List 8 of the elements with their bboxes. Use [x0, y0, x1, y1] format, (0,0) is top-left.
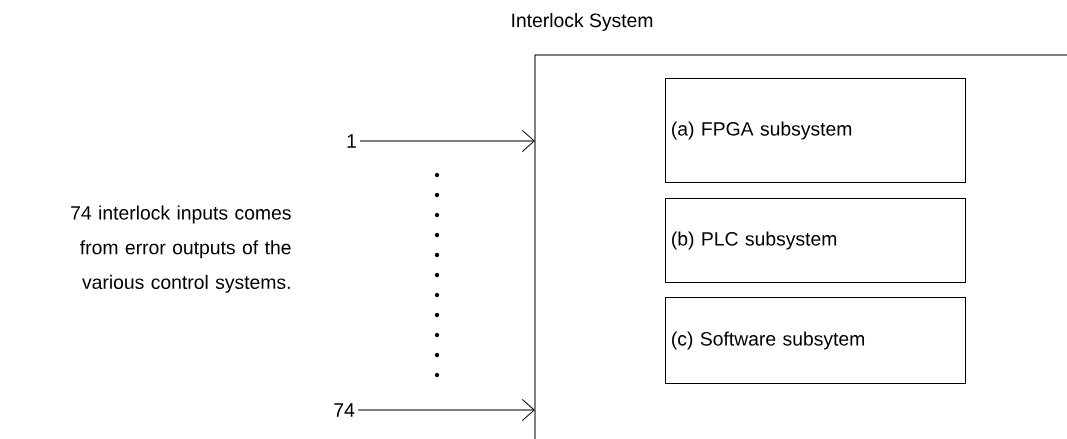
arrow — [359, 129, 535, 153]
subsystem-box: (a) FPGA subsystem — [665, 78, 966, 183]
arrow — [357, 398, 535, 422]
subsystem-box: (b) PLC subsystem — [665, 198, 966, 283]
note-text: 74 interlock inputs comes from error outputs of the various control systems. — [71, 205, 291, 293]
subsystem-box: (c) Software subsytem — [665, 297, 966, 384]
input-number: 1 — [347, 134, 356, 148]
input-number: 74 — [334, 403, 355, 417]
